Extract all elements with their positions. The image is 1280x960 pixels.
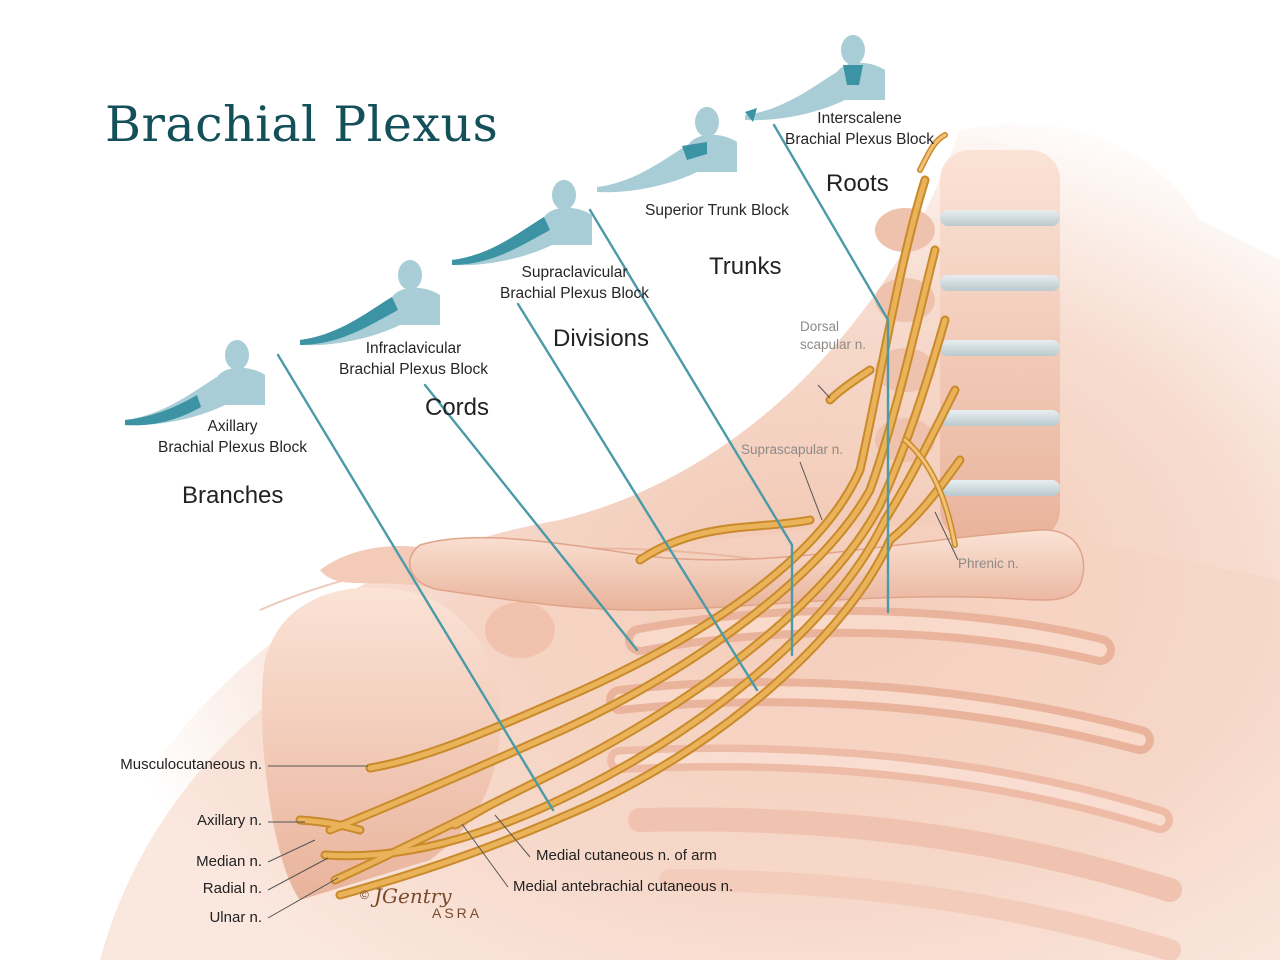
- patient-figure-infraclavicular: [300, 260, 440, 346]
- level-trunks: Trunks: [709, 253, 782, 280]
- label-musculocutaneous-nerve: Musculocutaneous n.: [120, 756, 262, 773]
- needle-infraclavicular: [423, 383, 639, 652]
- label-line: Brachial Plexus Block: [158, 439, 308, 456]
- patient-figure-supraclavicular: [452, 180, 592, 266]
- artist-signature: JGentry: [374, 884, 452, 908]
- label-line: Supraclavicular: [521, 264, 628, 281]
- label-line: Dorsal: [800, 319, 840, 334]
- leader-lines: [267, 384, 959, 919]
- clavicle: [409, 529, 1085, 611]
- label-superior-trunk-block: Superior Trunk Block: [645, 200, 789, 221]
- label-radial-nerve: Radial n.: [202, 880, 262, 897]
- copyright-symbol: ©: [360, 888, 369, 902]
- label-supraclavicular-block: Supraclavicular Brachial Plexus Block: [500, 262, 649, 304]
- cervical-spine: [875, 150, 1060, 540]
- label-line: Interscalene: [817, 110, 902, 127]
- level-roots: Roots: [826, 170, 889, 197]
- page-title: Brachial Plexus: [105, 96, 499, 153]
- asra-logo-text: ASRA: [432, 905, 483, 921]
- label-line: scapular n.: [800, 337, 867, 352]
- needle-interscalene: [772, 123, 890, 614]
- label-line: Infraclavicular: [365, 340, 462, 357]
- label-medial-antebrachial: Medial antebrachial cutaneous n.: [513, 878, 734, 895]
- label-interscalene-block: Interscalene Brachial Plexus Block: [785, 108, 934, 150]
- brachial-plexus-nerves: [295, 132, 965, 900]
- label-line: Axillary: [207, 418, 258, 435]
- needle-trajectories: [276, 123, 890, 812]
- label-axillary-nerve: Axillary n.: [196, 812, 262, 829]
- label-suprascapular-nerve: Suprascapular n.: [741, 442, 844, 457]
- label-line: Brachial Plexus Block: [500, 285, 650, 302]
- level-divisions: Divisions: [553, 325, 650, 352]
- needle-axillary: [276, 353, 555, 812]
- label-infraclavicular-block: Infraclavicular Brachial Plexus Block: [339, 338, 488, 380]
- level-branches: Branches: [182, 482, 284, 509]
- needle-superior-trunk: [588, 208, 794, 657]
- label-medial-cutaneous-arm: Medial cutaneous n. of arm: [536, 847, 717, 864]
- label-dorsal-scapular-nerve: Dorsal scapular n.: [800, 318, 866, 354]
- needle-supraclavicular: [516, 302, 759, 692]
- label-phrenic-nerve: Phrenic n.: [958, 556, 1019, 571]
- label-median-nerve: Median n.: [196, 853, 262, 870]
- label-axillary-block: Axillary Brachial Plexus Block: [158, 416, 307, 458]
- label-line: Brachial Plexus Block: [339, 361, 489, 378]
- label-line: Brachial Plexus Block: [785, 131, 935, 148]
- patient-figure-interscalene: [745, 35, 885, 122]
- patient-figure-axillary: [125, 340, 265, 426]
- patient-figure-superior-trunk: [597, 107, 737, 193]
- label-line: Superior Trunk Block: [645, 202, 789, 219]
- label-ulnar-nerve: Ulnar n.: [209, 909, 262, 926]
- level-cords: Cords: [425, 394, 490, 421]
